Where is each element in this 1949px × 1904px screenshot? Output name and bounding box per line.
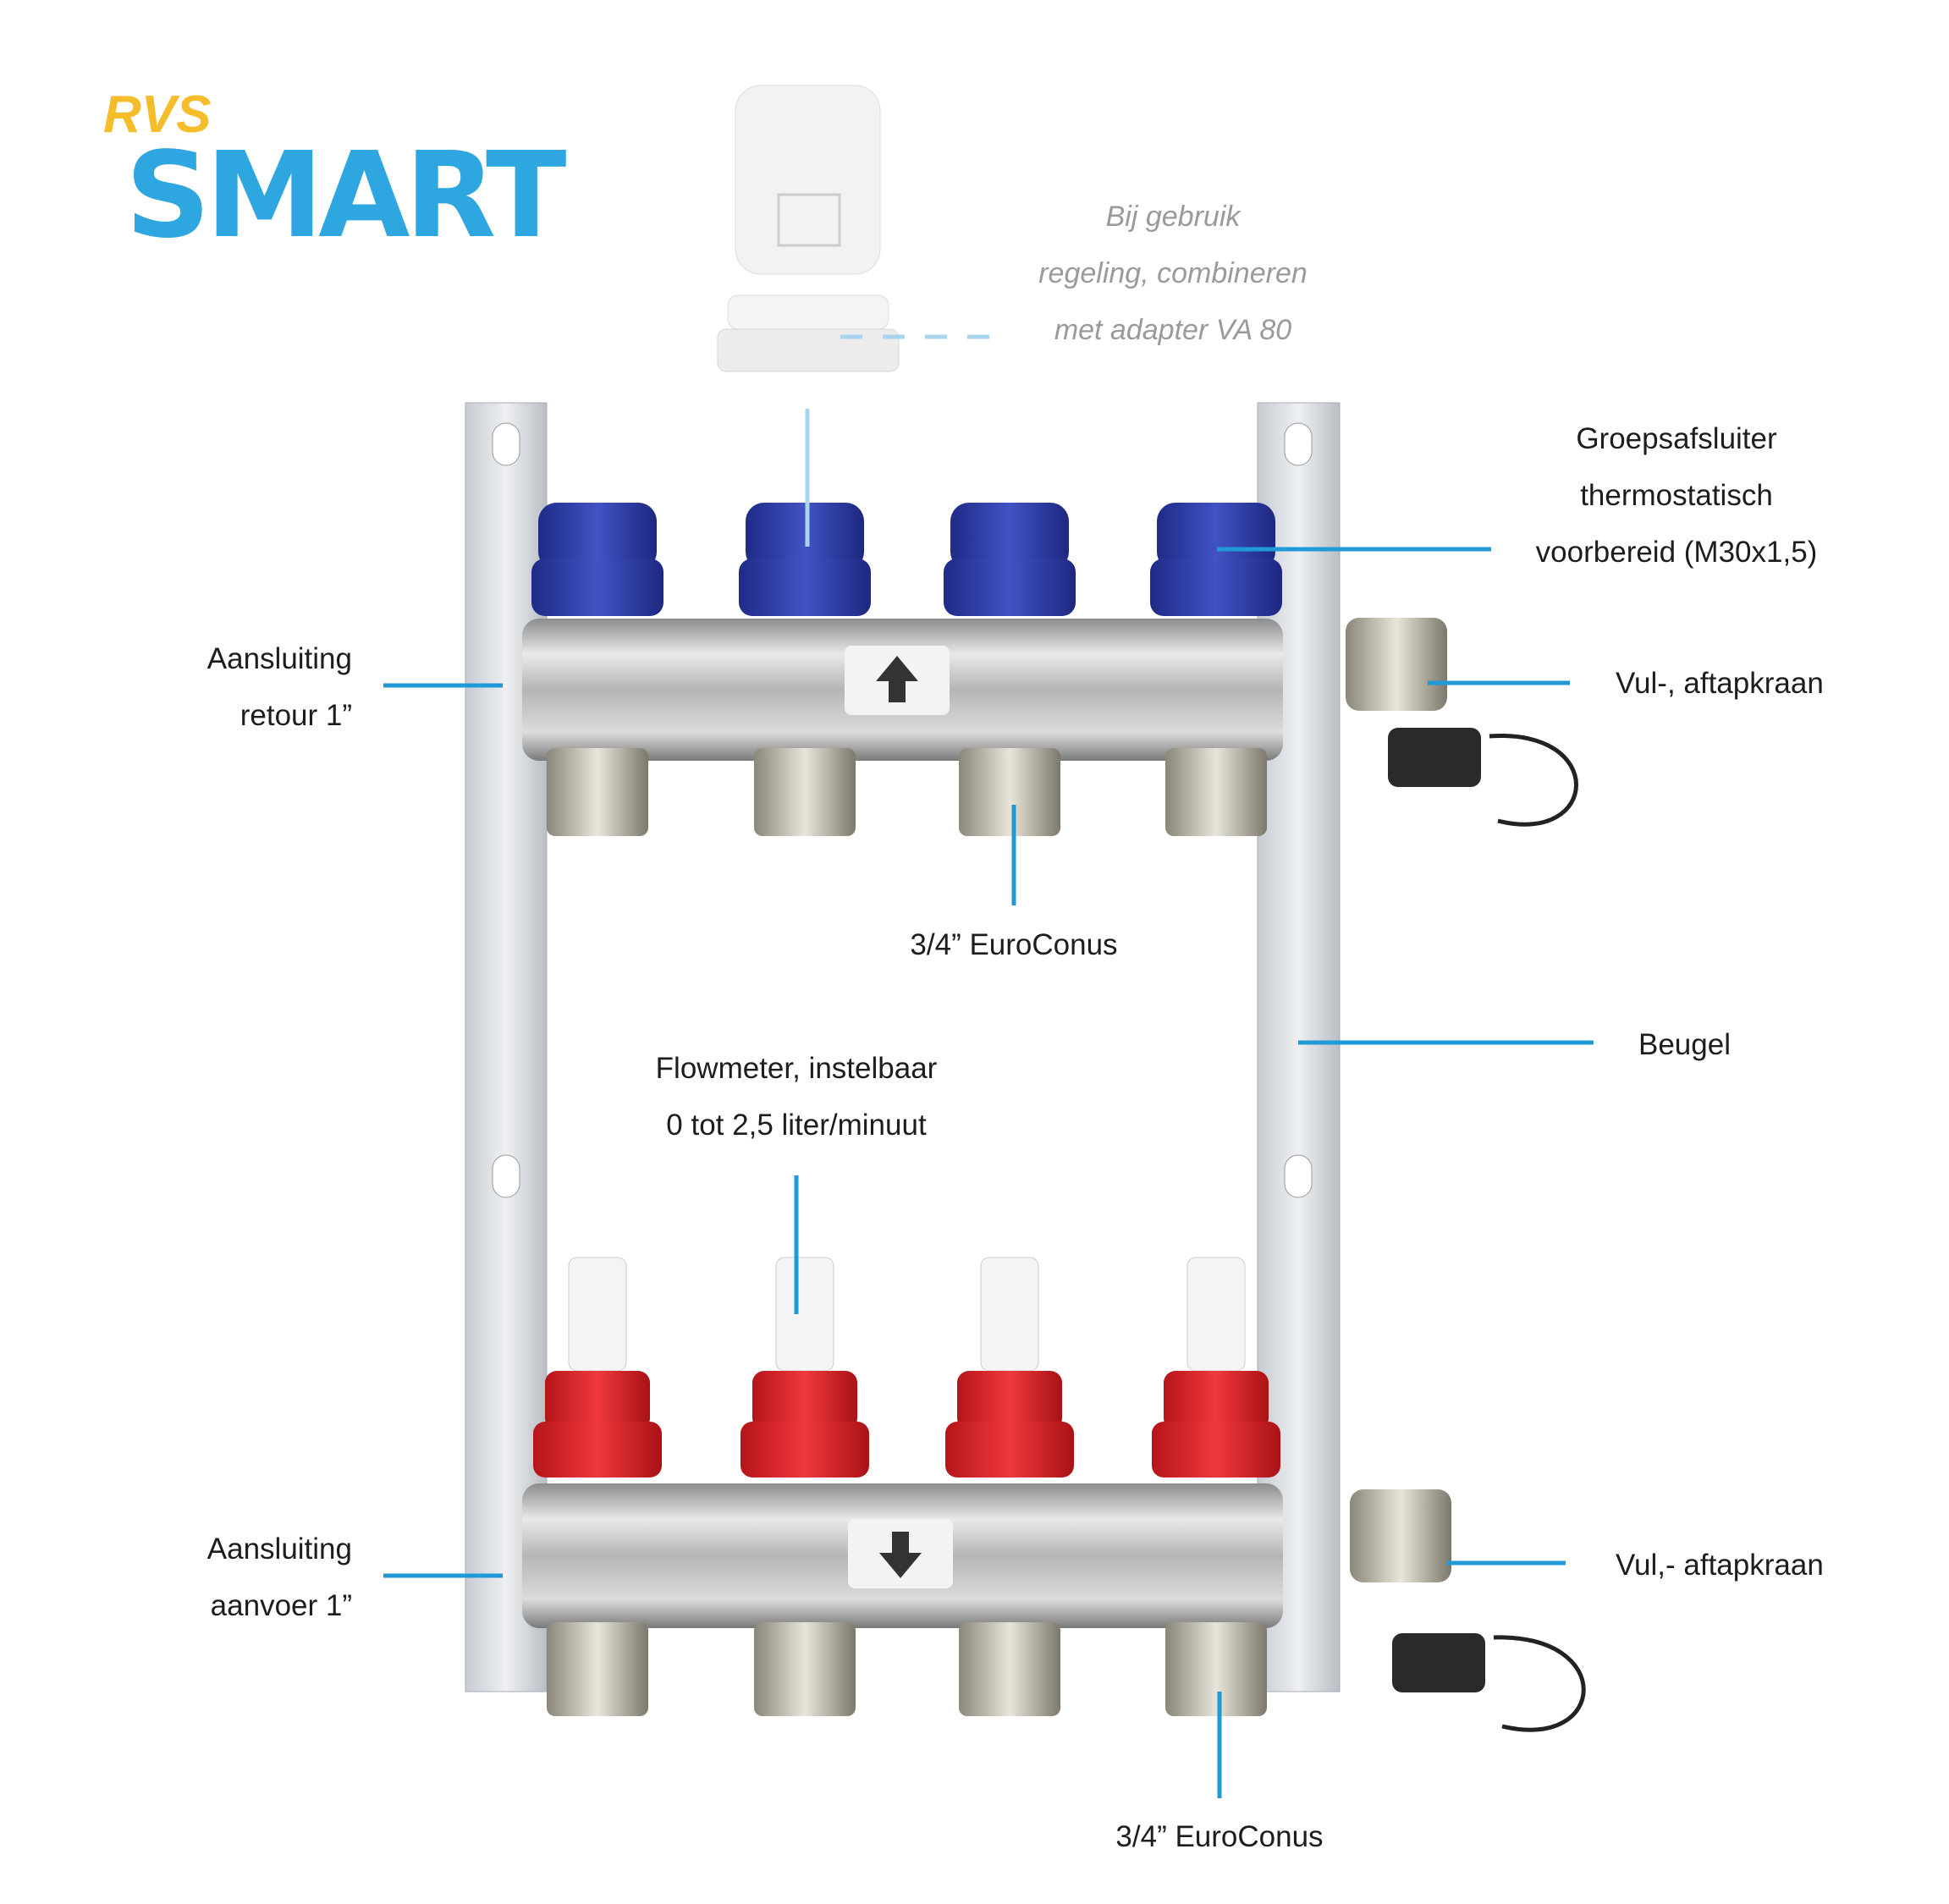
blue-valve-cap [1157, 503, 1275, 570]
euroconus-fitting [547, 1622, 648, 1716]
label-line: 0 tot 2,5 liter/minuut [666, 1109, 927, 1142]
bracket-left [465, 402, 548, 1692]
label-line: aanvoer 1” [210, 1589, 352, 1622]
red-flowmeter-cap-base [533, 1422, 662, 1478]
fill-drain-valve-bottom [1350, 1489, 1586, 1732]
blue-valve-cap [538, 503, 657, 570]
label-line: Flowmeter, instelbaar [655, 1052, 938, 1085]
flowmeter-tube [1186, 1257, 1246, 1372]
label-line: Aansluiting [206, 642, 352, 675]
callout-lines [383, 334, 1594, 1798]
note-line: Bij gebruik [1105, 201, 1241, 233]
red-flowmeter-cap [545, 1371, 650, 1430]
red-flowmeter-cap-base [945, 1422, 1074, 1478]
note-line: met adapter VA 80 [1054, 314, 1292, 346]
red-flowmeter-cap-base [741, 1422, 869, 1478]
label-line: thermostatisch [1580, 479, 1773, 512]
thermostat-actuator [717, 85, 900, 372]
label-groepsafsluiter: Groepsafsluiter thermostatisch voorberei… [1507, 410, 1846, 581]
euroconus-fitting [547, 748, 648, 836]
label-vul-bottom: Vul,- aftapkraan [1616, 1549, 1824, 1582]
red-flowmeter-cap [752, 1371, 857, 1430]
label-retour: Aansluiting retour 1” [98, 630, 352, 744]
label-euroconus-top: 3/4” EuroConus [910, 928, 1118, 961]
blue-valve-cap-base [531, 559, 663, 616]
red-flowmeter-cap-base [1152, 1422, 1280, 1478]
blue-valve-cap-base [944, 559, 1076, 616]
blue-valve-cap [746, 503, 864, 570]
return-manifold [522, 619, 1283, 761]
flowmeter-tube [568, 1257, 627, 1372]
blue-valve-cap-base [1150, 559, 1282, 616]
euroconus-fitting [959, 748, 1060, 836]
euroconus-fitting [959, 1622, 1060, 1716]
label-euroconus-bottom: 3/4” EuroConus [1115, 1820, 1324, 1853]
euroconus-fitting [1165, 1622, 1267, 1716]
euroconus-fitting [754, 748, 856, 836]
label-beugel: Beugel [1638, 1028, 1731, 1061]
euroconus-fitting [1165, 748, 1267, 836]
euroconus-fitting [754, 1622, 856, 1716]
flowmeter-tube [775, 1257, 834, 1372]
fill-drain-valve-top [1346, 618, 1578, 827]
supply-manifold [522, 1483, 1283, 1628]
red-flowmeter-cap [1164, 1371, 1269, 1430]
label-line: Groepsafsluiter [1576, 422, 1777, 455]
label-flowmeter: Flowmeter, instelbaar 0 tot 2,5 liter/mi… [585, 1040, 1008, 1153]
blue-valve-cap [950, 503, 1069, 570]
note-line: regeling, combineren [1038, 257, 1308, 289]
label-vul-top: Vul-, aftapkraan [1616, 667, 1824, 700]
logo-smart: SMART [125, 127, 567, 265]
label-line: retour 1” [239, 699, 352, 732]
label-aanvoer: Aansluiting aanvoer 1” [98, 1521, 352, 1634]
label-line: voorbereid (M30x1,5) [1535, 536, 1818, 569]
blue-valve-cap-base [739, 559, 871, 616]
adapter-note: Bij gebruik regeling, combineren met ada… [961, 189, 1385, 359]
red-flowmeter-cap [957, 1371, 1062, 1430]
flowmeter-tube [980, 1257, 1039, 1372]
logo-rvs: RVS [103, 85, 212, 144]
label-line: Aansluiting [206, 1533, 352, 1566]
